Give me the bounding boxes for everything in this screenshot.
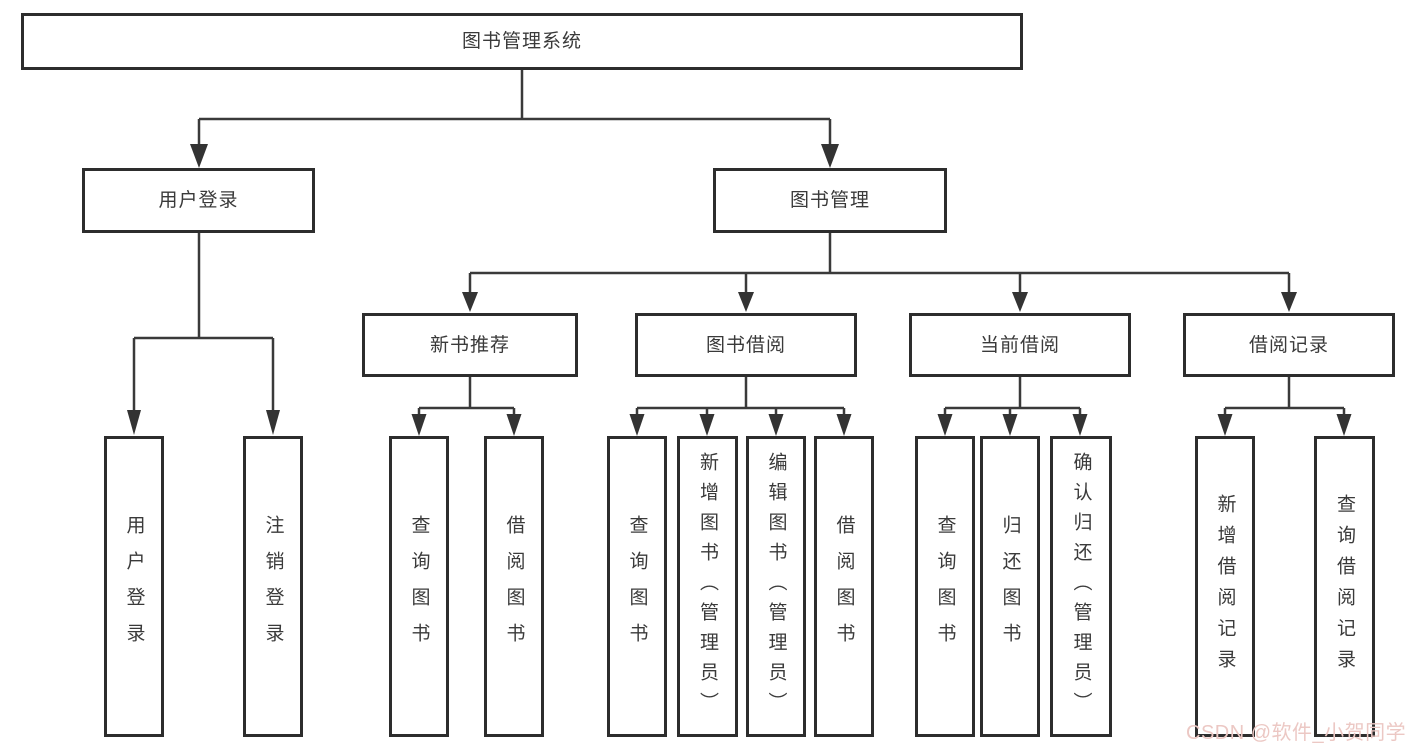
node-root-system: 图书管理系统 xyxy=(21,13,1023,70)
leaf-add-books-admin: 新增图书（管理员） xyxy=(677,436,738,737)
connector-book-borrowing-to-leaves xyxy=(629,377,852,436)
node-borrow-records: 借阅记录 xyxy=(1183,313,1395,377)
leaf-query-books-recommend: 查询图书 xyxy=(389,436,449,737)
leaf-borrow-books-recommend: 借阅图书 xyxy=(484,436,544,737)
connector-book-management-to-level3 xyxy=(462,232,1297,312)
leaf-query-borrow-record: 查询借阅记录 xyxy=(1314,436,1375,737)
csdn-watermark: CSDN @软件_小贺同学 xyxy=(1186,722,1405,744)
leaf-return-books: 归还图书 xyxy=(980,436,1040,737)
leaf-add-borrow-record: 新增借阅记录 xyxy=(1195,436,1255,737)
leaf-query-books-current: 查询图书 xyxy=(915,436,975,737)
node-book-borrowing: 图书借阅 xyxy=(635,313,857,377)
node-current-borrowing: 当前借阅 xyxy=(909,313,1131,377)
leaf-query-books-borrowing: 查询图书 xyxy=(607,436,667,737)
connector-user-login-to-leaves xyxy=(127,232,280,435)
leaf-logout: 注销登录 xyxy=(243,436,303,737)
connector-new-book-recommend-to-leaves xyxy=(411,377,522,436)
connector-root-to-level2 xyxy=(190,68,839,168)
leaf-edit-books-admin: 编辑图书（管理员） xyxy=(746,436,806,737)
connector-borrow-records-to-leaves xyxy=(1217,377,1352,436)
leaf-borrow-books: 借阅图书 xyxy=(814,436,874,737)
leaf-confirm-return-admin: 确认归还（管理员） xyxy=(1050,436,1112,737)
node-user-login: 用户登录 xyxy=(82,168,315,233)
node-book-management: 图书管理 xyxy=(713,168,947,233)
connector-current-borrowing-to-leaves xyxy=(937,377,1088,436)
leaf-user-login: 用户登录 xyxy=(104,436,164,737)
node-new-book-recommend: 新书推荐 xyxy=(362,313,578,377)
